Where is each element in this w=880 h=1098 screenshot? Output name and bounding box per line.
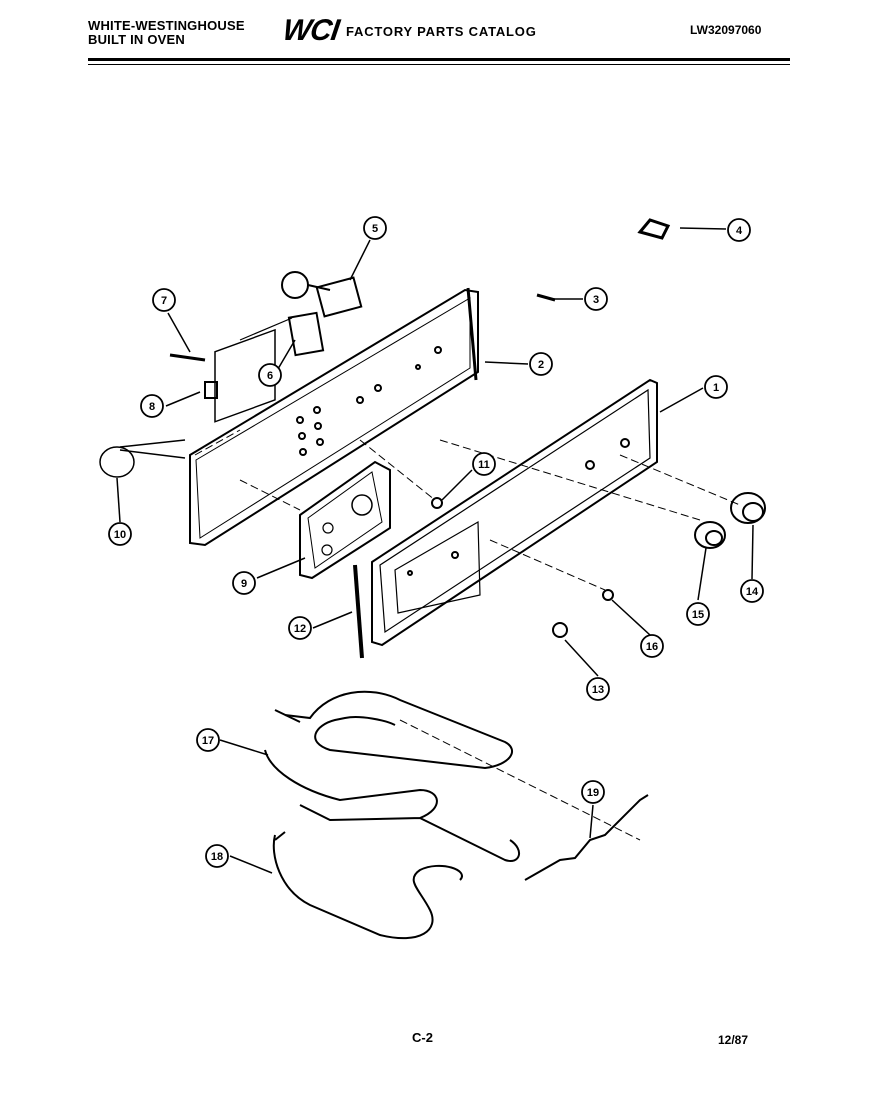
svg-text:14: 14 — [746, 586, 759, 598]
lamp — [431, 497, 443, 509]
svg-text:17: 17 — [202, 735, 214, 747]
spacer — [602, 589, 614, 601]
callout-3: 3 — [584, 287, 608, 311]
brand-block: WHITE-WESTINGHOUSE BUILT IN OVEN — [88, 19, 245, 47]
svg-text:13: 13 — [592, 684, 604, 696]
callout-1: 1 — [704, 375, 728, 399]
callout-7: 7 — [152, 288, 176, 312]
callout-12: 12 — [288, 616, 312, 640]
svg-text:1: 1 — [713, 382, 719, 394]
signal-light — [169, 353, 206, 362]
selector-switch — [239, 311, 325, 357]
callout-10: 10 — [108, 522, 132, 546]
knob-large — [730, 492, 766, 524]
callout-15: 15 — [686, 602, 710, 626]
nut-clip — [637, 218, 671, 240]
svg-text:4: 4 — [736, 225, 743, 237]
callout-8: 8 — [140, 394, 164, 418]
callout-labels: 1 2 3 4 5 6 7 8 9 10 11 12 13 14 15 16 1… — [108, 216, 764, 868]
receptacle — [204, 381, 218, 399]
header-rule-thick — [88, 58, 790, 61]
revision-date: 12/87 — [718, 1033, 749, 1047]
catalog-title: FACTORY PARTS CATALOG — [346, 24, 537, 39]
knob-small — [694, 521, 726, 549]
svg-text:3: 3 — [593, 294, 599, 306]
svg-text:6: 6 — [267, 370, 273, 382]
svg-text:9: 9 — [241, 578, 247, 590]
svg-text:2: 2 — [538, 359, 544, 371]
svg-text:5: 5 — [372, 223, 378, 235]
header-rule-thin — [88, 64, 790, 65]
callout-2: 2 — [529, 352, 553, 376]
callout-9: 9 — [232, 571, 256, 595]
clip — [99, 446, 135, 478]
callout-5: 5 — [363, 216, 387, 240]
svg-text:12: 12 — [294, 623, 306, 635]
page-code: C-2 — [412, 1030, 433, 1045]
assembly-lines — [194, 429, 741, 841]
brand-line-2: BUILT IN OVEN — [88, 32, 185, 47]
callout-19: 19 — [581, 780, 605, 804]
model-number: LW32097060 — [690, 23, 762, 37]
svg-text:8: 8 — [149, 401, 155, 413]
callout-6: 6 — [258, 363, 282, 387]
bake-element — [264, 690, 520, 862]
svg-text:10: 10 — [114, 529, 126, 541]
callout-4: 4 — [727, 218, 751, 242]
callout-17: 17 — [196, 728, 220, 752]
svg-text:18: 18 — [211, 851, 223, 863]
callout-14: 14 — [740, 579, 764, 603]
trim-strip — [353, 564, 364, 659]
control-panel-rear — [189, 287, 479, 547]
svg-text:15: 15 — [692, 609, 704, 621]
clock-timer — [299, 460, 391, 580]
thermostat — [281, 271, 363, 318]
svg-text:7: 7 — [161, 295, 167, 307]
element-bracket — [524, 794, 649, 881]
callout-13: 13 — [586, 677, 610, 701]
callout-11: 11 — [472, 452, 496, 476]
brand-line-1: WHITE-WESTINGHOUSE — [88, 18, 245, 33]
indicator-light — [552, 622, 568, 638]
control-panel-front — [371, 378, 658, 647]
leader-lines — [116, 227, 754, 874]
svg-text:11: 11 — [478, 459, 490, 471]
svg-text:16: 16 — [646, 641, 658, 653]
callout-16: 16 — [640, 634, 664, 658]
callout-18: 18 — [205, 844, 229, 868]
svg-text:19: 19 — [587, 787, 599, 799]
broil-element — [272, 831, 463, 940]
